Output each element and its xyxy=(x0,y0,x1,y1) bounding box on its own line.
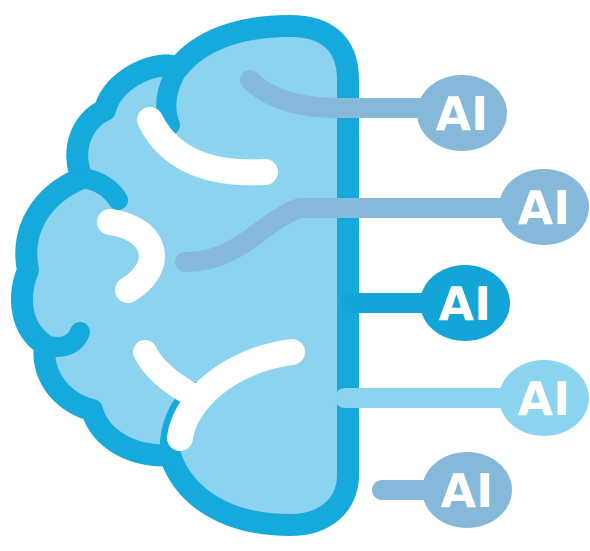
ai-bubble-4: AI xyxy=(499,360,589,436)
connector-2 xyxy=(175,198,520,272)
brain-inner-fold xyxy=(72,168,128,210)
ai-bubble-label: AI xyxy=(441,464,494,518)
ai-bubble-2: AI xyxy=(499,169,589,245)
brain-highlight xyxy=(133,340,204,407)
ai-bubble-5: AI xyxy=(422,452,512,528)
ai-bubble-label: AI xyxy=(518,372,571,426)
ai-bubbles: AI AI AI AI AI xyxy=(417,75,589,528)
ai-bubble-label: AI xyxy=(436,87,489,141)
brain-icon xyxy=(11,15,359,536)
ai-bubble-label: AI xyxy=(518,181,571,235)
ai-bubble-label: AI xyxy=(439,277,492,331)
brain-shape xyxy=(11,15,359,536)
brain-inner-fold xyxy=(35,322,90,357)
brain-highlight xyxy=(167,339,305,451)
ai-bubble-3: AI xyxy=(420,265,510,341)
connector-1 xyxy=(240,70,450,118)
brain-highlight xyxy=(97,209,165,303)
brain-inner-fold xyxy=(156,58,188,135)
ai-bubble-1: AI xyxy=(417,75,507,151)
brain-highlight xyxy=(137,107,278,186)
